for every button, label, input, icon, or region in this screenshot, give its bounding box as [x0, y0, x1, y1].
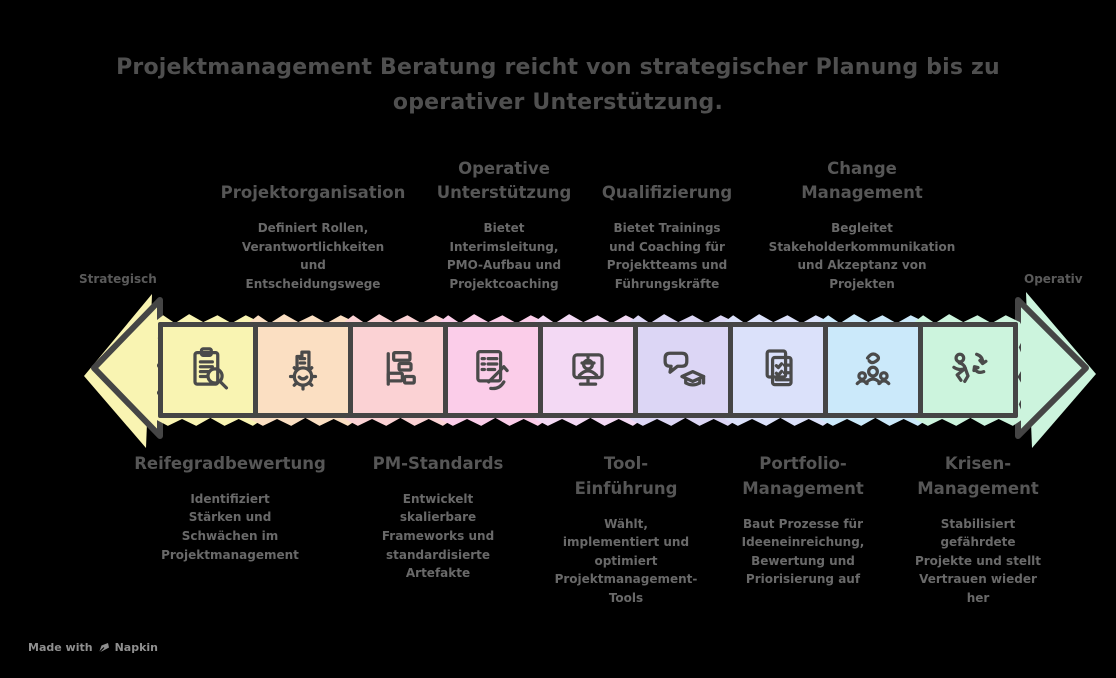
monitor-user-icon — [572, 353, 604, 386]
section-description: Baut Prozesse für Ideeneinreichung, Bewe… — [741, 516, 865, 587]
clipboard-search-icon — [193, 347, 229, 390]
bottom-section-tool-einfuehrung: Tool- Einführung Wählt, implementiert un… — [541, 452, 711, 607]
section-heading: Portfolio- Management — [742, 454, 864, 498]
bottom-section-krisen-management: Krisen- Management Stabilisiert gefährde… — [889, 452, 1067, 607]
bottom-section-pm-standards: PM-Standards Entwickelt skalierbare Fram… — [343, 452, 533, 583]
segment-portfolio-management — [720, 314, 836, 426]
segment-change-management — [815, 314, 931, 426]
section-description: Identifiziert Stärken und Schwächen im P… — [161, 491, 299, 562]
section-heading: Operative Unterstützung — [436, 158, 572, 203]
checklist-stack-icon — [765, 349, 793, 387]
document-pen-icon — [476, 349, 509, 391]
chat-graduation-icon — [663, 351, 706, 387]
section-description: Entwickelt skalierbare Frameworks und st… — [381, 491, 495, 581]
bottom-section-reifegradbewertung: Reifegradbewertung Identifiziert Stärken… — [118, 452, 342, 564]
section-description: Definiert Rollen, Verantwortlichkeiten u… — [241, 221, 385, 291]
segment-projektorganisation — [245, 314, 361, 426]
made-with-label: Made with — [28, 641, 93, 654]
section-description: Wählt, implementiert und optimiert Proje… — [554, 516, 698, 605]
spectrum-arrow-band — [150, 314, 1026, 426]
segment-tool-einfuehrung — [530, 314, 646, 426]
axis-label-operativ: Operativ — [1024, 272, 1083, 286]
section-description: Bietet Trainings und Coaching für Projek… — [606, 221, 728, 291]
segment-qualifizierung — [625, 314, 741, 426]
section-heading: Krisen- Management — [917, 454, 1039, 498]
bottom-section-portfolio-management: Portfolio- Management Baut Prozesse für … — [710, 452, 896, 589]
section-description: Stabilisiert gefährdete Projekte und ste… — [914, 516, 1042, 605]
gear-factory-icon — [288, 350, 318, 391]
section-description: Bietet Interimsleitung, PMO-Aufbau und P… — [446, 221, 562, 291]
diagram-title: Projektmanagement Beratung reicht von st… — [116, 55, 1000, 116]
section-description: Begleitet Stakeholderkommunikation und A… — [768, 221, 956, 291]
section-heading: PM-Standards — [372, 454, 504, 473]
napkin-brand-label: Napkin — [114, 641, 158, 654]
section-heading: Projektorganisation — [220, 183, 406, 203]
team-icon — [855, 352, 891, 386]
segment-operative-unterstuetzung — [435, 314, 551, 426]
section-heading: Qualifizierung — [601, 183, 733, 203]
axis-label-strategisch: Strategisch — [79, 272, 157, 286]
section-heading: Reifegradbewertung — [134, 454, 326, 473]
section-heading: Tool- Einführung — [574, 454, 678, 498]
napkin-pen-icon — [98, 642, 109, 653]
made-with-napkin: Made with Napkin — [28, 641, 158, 654]
wbs-blocks-icon — [386, 351, 416, 386]
section-heading: Change Management — [801, 158, 923, 203]
runner-flame-icon — [952, 352, 988, 383]
top-section-qualifizierung: Qualifizierung Bietet Trainings und Coac… — [577, 150, 757, 293]
segment-pm-standards — [340, 314, 456, 426]
arrowhead-right — [1015, 292, 1096, 448]
segment-krisen-management — [910, 314, 1026, 426]
top-section-operative-unterstuetzung: Operative Unterstützung Bietet Interimsl… — [414, 150, 594, 293]
top-section-change-management: Change Management Begleitet Stakeholderk… — [748, 150, 976, 293]
segment-reifegradbewertung — [150, 314, 266, 426]
top-section-projektorganisation: Projektorganisation Definiert Rollen, Ve… — [203, 150, 423, 293]
